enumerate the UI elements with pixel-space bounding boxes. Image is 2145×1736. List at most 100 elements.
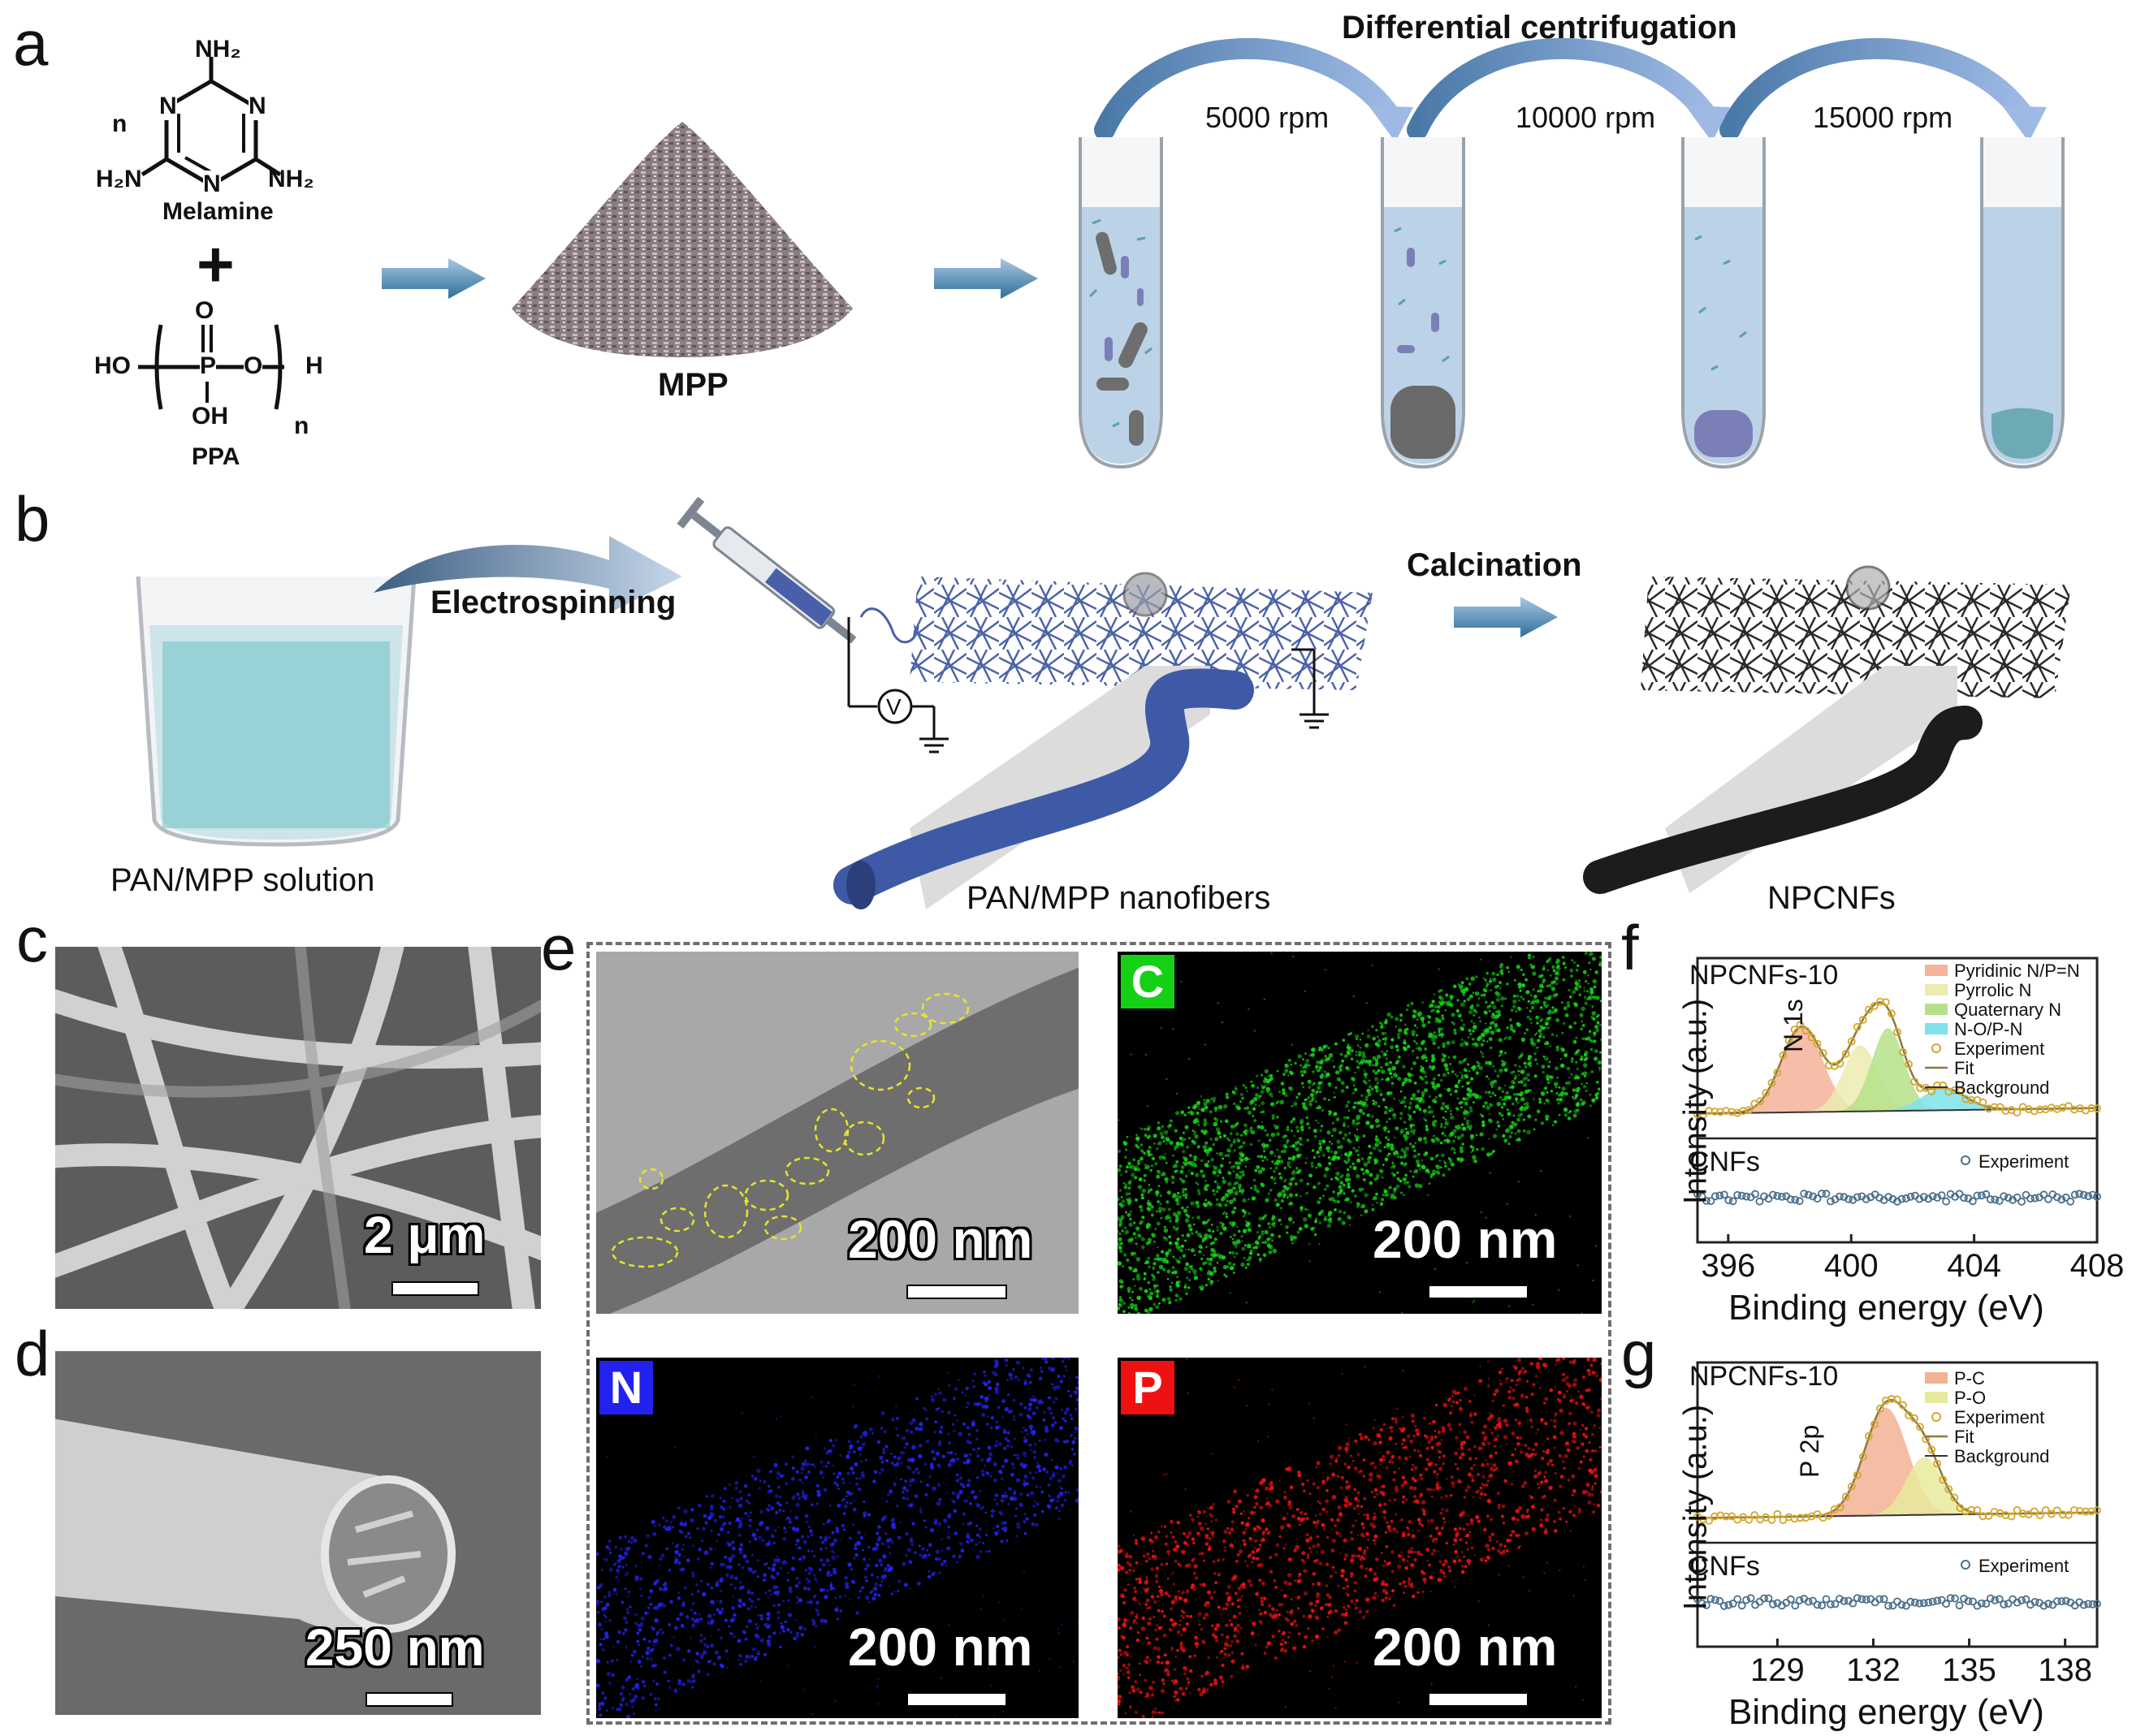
eds-signal-dot	[1447, 1056, 1451, 1059]
eds-signal-dot	[1449, 1427, 1452, 1431]
eds-signal-dot	[1168, 1235, 1171, 1239]
eds-signal-dot	[1132, 1158, 1136, 1162]
eds-signal-dot	[707, 1660, 711, 1664]
eds-signal-dot	[1139, 1205, 1143, 1209]
eds-signal-dot	[1147, 1256, 1151, 1260]
eds-signal-dot	[1243, 1256, 1246, 1259]
eds-signal-dot	[1317, 1121, 1320, 1125]
eds-signal-dot	[984, 1396, 989, 1401]
eds-signal-dot	[703, 1514, 707, 1518]
eds-signal-dot	[706, 1583, 710, 1587]
eds-noise-dot	[909, 1587, 911, 1590]
eds-signal-dot	[1252, 1107, 1256, 1111]
eds-signal-dot	[1069, 1394, 1073, 1397]
eds-signal-dot	[1587, 982, 1589, 985]
eds-signal-dot	[1343, 1133, 1348, 1138]
eds-signal-dot	[1563, 1113, 1568, 1117]
eds-signal-dot	[1344, 1177, 1350, 1182]
eds-signal-dot	[1242, 1215, 1245, 1218]
eds-signal-dot	[1133, 1267, 1138, 1273]
eds-noise-dot	[1508, 1305, 1511, 1307]
eds-signal-dot	[895, 1427, 898, 1430]
eds-signal-dot	[1421, 1090, 1425, 1095]
eds-signal-dot	[1121, 1229, 1124, 1233]
eds-signal-dot	[1195, 1230, 1199, 1234]
eds-signal-dot	[1379, 1202, 1384, 1206]
eds-signal-dot	[673, 1688, 678, 1693]
eds-signal-dot	[1497, 1505, 1501, 1509]
eds-signal-dot	[731, 1540, 735, 1544]
eds-signal-dot	[1174, 1298, 1178, 1302]
eds-signal-dot	[596, 1610, 600, 1614]
eds-signal-dot	[649, 1589, 654, 1593]
eds-signal-dot	[1066, 1407, 1070, 1412]
eds-signal-dot	[984, 1464, 987, 1467]
eds-signal-dot	[1128, 1266, 1131, 1269]
eds-signal-dot	[1583, 1063, 1588, 1068]
eds-signal-dot	[1406, 1559, 1409, 1562]
eds-signal-dot	[1148, 1306, 1153, 1312]
eds-signal-dot	[1153, 1600, 1157, 1604]
eds-signal-dot	[786, 1627, 790, 1632]
eds-signal-dot	[1301, 1082, 1304, 1085]
eds-signal-dot	[861, 1442, 866, 1447]
eds-signal-dot	[902, 1496, 906, 1501]
eds-signal-dot	[1522, 1107, 1527, 1112]
eds-signal-dot	[1194, 1103, 1196, 1107]
eds-signal-dot	[877, 1593, 881, 1597]
eds-signal-dot	[617, 1707, 622, 1712]
eds-signal-dot	[1230, 1640, 1234, 1643]
eds-signal-dot	[1173, 1270, 1178, 1275]
eds-signal-dot	[1183, 1267, 1188, 1272]
eds-signal-dot	[1555, 1045, 1560, 1050]
eds-signal-dot	[1559, 1408, 1563, 1413]
eds-signal-dot	[1531, 1505, 1535, 1509]
eds-signal-dot	[1282, 1547, 1286, 1550]
eds-signal-dot	[1022, 1465, 1027, 1469]
eds-signal-dot	[739, 1543, 744, 1547]
eds-signal-dot	[1507, 1095, 1511, 1100]
eds-signal-dot	[1302, 1058, 1305, 1061]
eds-signal-dot	[1200, 1246, 1203, 1250]
eds-signal-dot	[1281, 1589, 1283, 1591]
eds-signal-dot	[871, 1596, 876, 1601]
eds-noise-dot	[733, 1521, 736, 1523]
eds-signal-dot	[1263, 1215, 1266, 1219]
eds-signal-dot	[890, 1540, 894, 1544]
eds-noise-dot	[1157, 1246, 1159, 1249]
eds-signal-dot	[1592, 978, 1597, 984]
eds-signal-dot	[735, 1517, 741, 1522]
eds-signal-dot	[1562, 1395, 1566, 1399]
eds-signal-dot	[1555, 982, 1559, 986]
eds-noise-dot	[1521, 1052, 1524, 1054]
eds-signal-dot	[1584, 1050, 1589, 1056]
eds-signal-dot	[1257, 1224, 1261, 1228]
eds-signal-dot	[1355, 1054, 1358, 1056]
eds-signal-dot	[1345, 1086, 1349, 1089]
eds-signal-dot	[1458, 984, 1464, 989]
eds-signal-dot	[1291, 1144, 1296, 1148]
eds-signal-dot	[1578, 993, 1581, 996]
eds-signal-dot	[1428, 1032, 1433, 1037]
eds-signal-dot	[1064, 1411, 1067, 1414]
eds-signal-dot	[778, 1509, 781, 1512]
eds-signal-dot	[1023, 1438, 1028, 1444]
eds-noise-dot	[1023, 1570, 1026, 1573]
eds-signal-dot	[1470, 1077, 1474, 1081]
eds-signal-dot	[1390, 1038, 1395, 1042]
eds-signal-dot	[1180, 1110, 1185, 1115]
eds-signal-dot	[968, 1441, 971, 1445]
eds-signal-dot	[1527, 1078, 1530, 1082]
eds-signal-dot	[1377, 1035, 1379, 1039]
eds-signal-dot	[1185, 1161, 1189, 1165]
eds-signal-dot	[1373, 1196, 1377, 1200]
eds-signal-dot	[1130, 1210, 1132, 1213]
eds-signal-dot	[1502, 1090, 1504, 1093]
eds-signal-dot	[1233, 1138, 1236, 1141]
eds-signal-dot	[832, 1587, 836, 1590]
eds-noise-dot	[981, 1595, 984, 1597]
eds-signal-dot	[659, 1628, 663, 1632]
eds-signal-dot	[1482, 1104, 1485, 1108]
eds-signal-dot	[1154, 1162, 1158, 1166]
eds-signal-dot	[1155, 1210, 1159, 1213]
